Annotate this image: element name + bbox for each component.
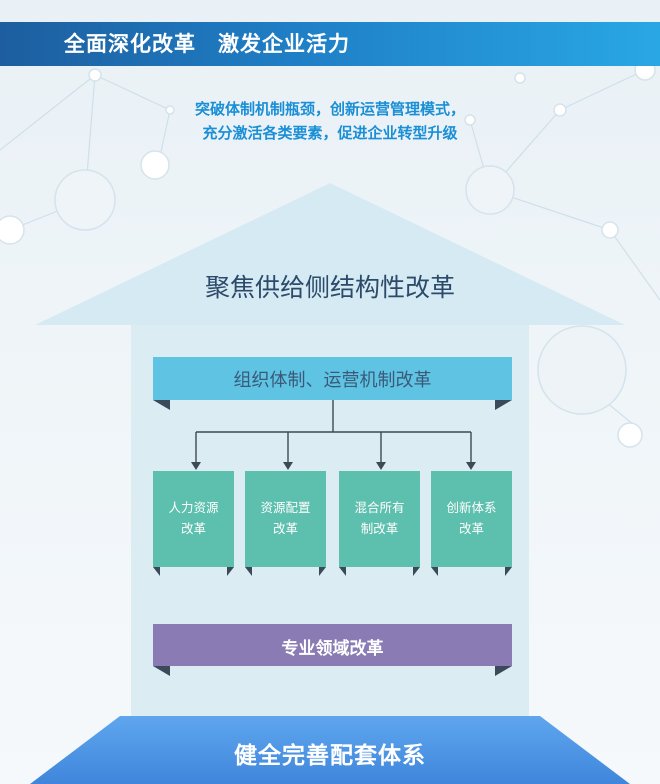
header-bar [0, 22, 660, 66]
network-nodes [0, 59, 656, 448]
card-label-line-2: 改革 [458, 521, 484, 536]
subtitle-line-2: 充分激活各类要素，促进企业转型升级 [202, 124, 458, 142]
main-box-label: 组织体制、运营机制改革 [233, 370, 432, 391]
card-mixed-ownership: 混合所有 制改革 [339, 497, 420, 539]
card-shapes [153, 471, 512, 576]
card-innovation-system: 创新体系 改革 [431, 497, 512, 539]
subtitle-line-1: 突破体制机制瓶颈，创新运营管理模式， [194, 100, 465, 118]
card-human-resources: 人力资源 改革 [153, 497, 234, 539]
card-label-line-1: 创新体系 [446, 500, 497, 515]
header-title: 全面深化改革 激发企业活力 [64, 32, 350, 56]
card-label-line-1: 混合所有 [354, 500, 405, 515]
house-roof [35, 183, 625, 325]
card-label-line-2: 改革 [272, 521, 298, 536]
house-base [30, 716, 630, 784]
connector-arrowheads [191, 462, 476, 470]
connector-lines [195, 400, 472, 462]
roof-title: 聚焦供给侧结构性改革 [204, 273, 455, 302]
card-resource-allocation: 资源配置 改革 [245, 497, 326, 539]
main-box-ribbon [153, 357, 512, 410]
specialty-box-label: 专业领域改革 [281, 639, 384, 659]
card-label-line-2: 改革 [180, 521, 206, 536]
card-label-line-1: 资源配置 [260, 500, 311, 515]
base-title: 健全完善配套体系 [234, 743, 426, 769]
specialty-box-ribbon [153, 624, 512, 676]
card-label-line-2: 制改革 [360, 521, 399, 536]
card-label-line-1: 人力资源 [168, 500, 219, 515]
